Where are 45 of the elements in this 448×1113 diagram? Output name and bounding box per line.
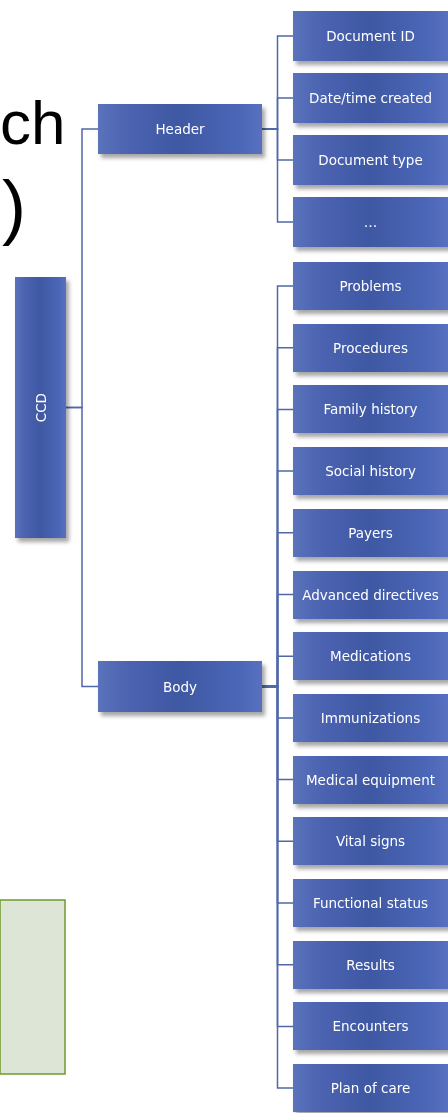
section-box	[293, 73, 448, 123]
section-box	[293, 817, 448, 866]
box-label: Problems	[339, 278, 402, 294]
box-label: …	[363, 214, 378, 230]
box-label: Procedures	[333, 339, 408, 356]
section-box	[293, 135, 448, 185]
box-label: Advanced directives	[302, 586, 439, 603]
connector-line	[261, 128, 294, 223]
box-label: Encounters	[332, 1018, 409, 1035]
section-box	[293, 447, 448, 496]
section-box	[293, 879, 448, 927]
section-box	[293, 632, 448, 681]
section-box	[293, 323, 448, 372]
box-label: Family history	[323, 401, 418, 418]
box-label: Results	[346, 956, 395, 973]
connector-line	[65, 406, 99, 688]
box-label: Date/time created	[309, 90, 432, 106]
section-box	[293, 1002, 448, 1051]
section-box	[293, 197, 448, 247]
box-label: Vital signs	[335, 833, 406, 850]
section-box	[293, 1064, 448, 1113]
section-box	[293, 940, 448, 989]
title-fragment: ch	[0, 92, 66, 154]
box-label: Social history	[325, 463, 416, 480]
root-box	[15, 277, 66, 538]
box-label: Payers	[348, 524, 393, 541]
box-label: Medications	[330, 648, 411, 665]
section-box	[293, 508, 448, 557]
box-label: Document type	[318, 152, 423, 168]
section-box	[293, 693, 448, 742]
section-box	[293, 11, 448, 61]
section-box	[293, 755, 448, 804]
section-box	[293, 262, 448, 310]
box-label: Functional status	[312, 895, 429, 911]
box-label: Document ID	[326, 28, 415, 44]
box-label: Header	[155, 121, 205, 137]
section-box	[293, 570, 448, 619]
box-label: Body	[162, 678, 198, 695]
section-box	[98, 661, 262, 712]
box-label: Plan of care	[330, 1080, 411, 1097]
box-label: CCD	[32, 392, 49, 423]
box-label: Immunizations	[320, 709, 421, 726]
box-label: Medical equipment	[305, 771, 436, 788]
section-box	[98, 104, 262, 154]
section-box	[293, 385, 448, 434]
